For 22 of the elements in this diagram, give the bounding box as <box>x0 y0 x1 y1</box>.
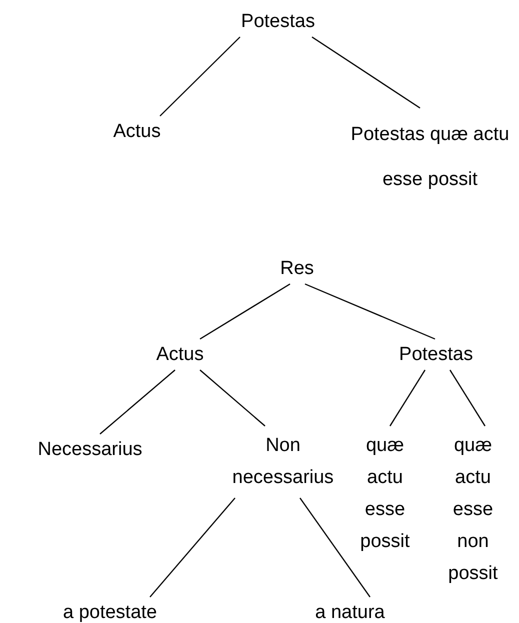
node-label: Potestas quæ actu esse possit <box>350 123 510 192</box>
node-label: Necessarius <box>36 438 144 461</box>
node-label: Actus <box>112 120 162 143</box>
node-label: a potestate <box>62 601 158 623</box>
node-label: Res <box>279 257 315 280</box>
connector-line <box>150 498 236 598</box>
connector-line <box>200 283 290 340</box>
node-label: Potestas <box>240 10 316 33</box>
connector-line <box>304 283 436 340</box>
connector-line <box>312 36 420 108</box>
connector-line <box>300 498 370 598</box>
node-label: a natura <box>314 601 386 623</box>
node-label: Actus <box>155 343 205 366</box>
node-label: quæ actu esse possit <box>359 434 411 554</box>
connector-line <box>100 370 176 434</box>
connector-line <box>160 36 240 116</box>
node-label: Potestas <box>398 343 474 366</box>
connector-line <box>450 370 486 426</box>
node-label: Non necessarius <box>231 434 335 490</box>
connector-line <box>200 370 266 426</box>
node-label: quæ actu esse non possit <box>447 434 499 586</box>
connector-line <box>390 370 426 426</box>
